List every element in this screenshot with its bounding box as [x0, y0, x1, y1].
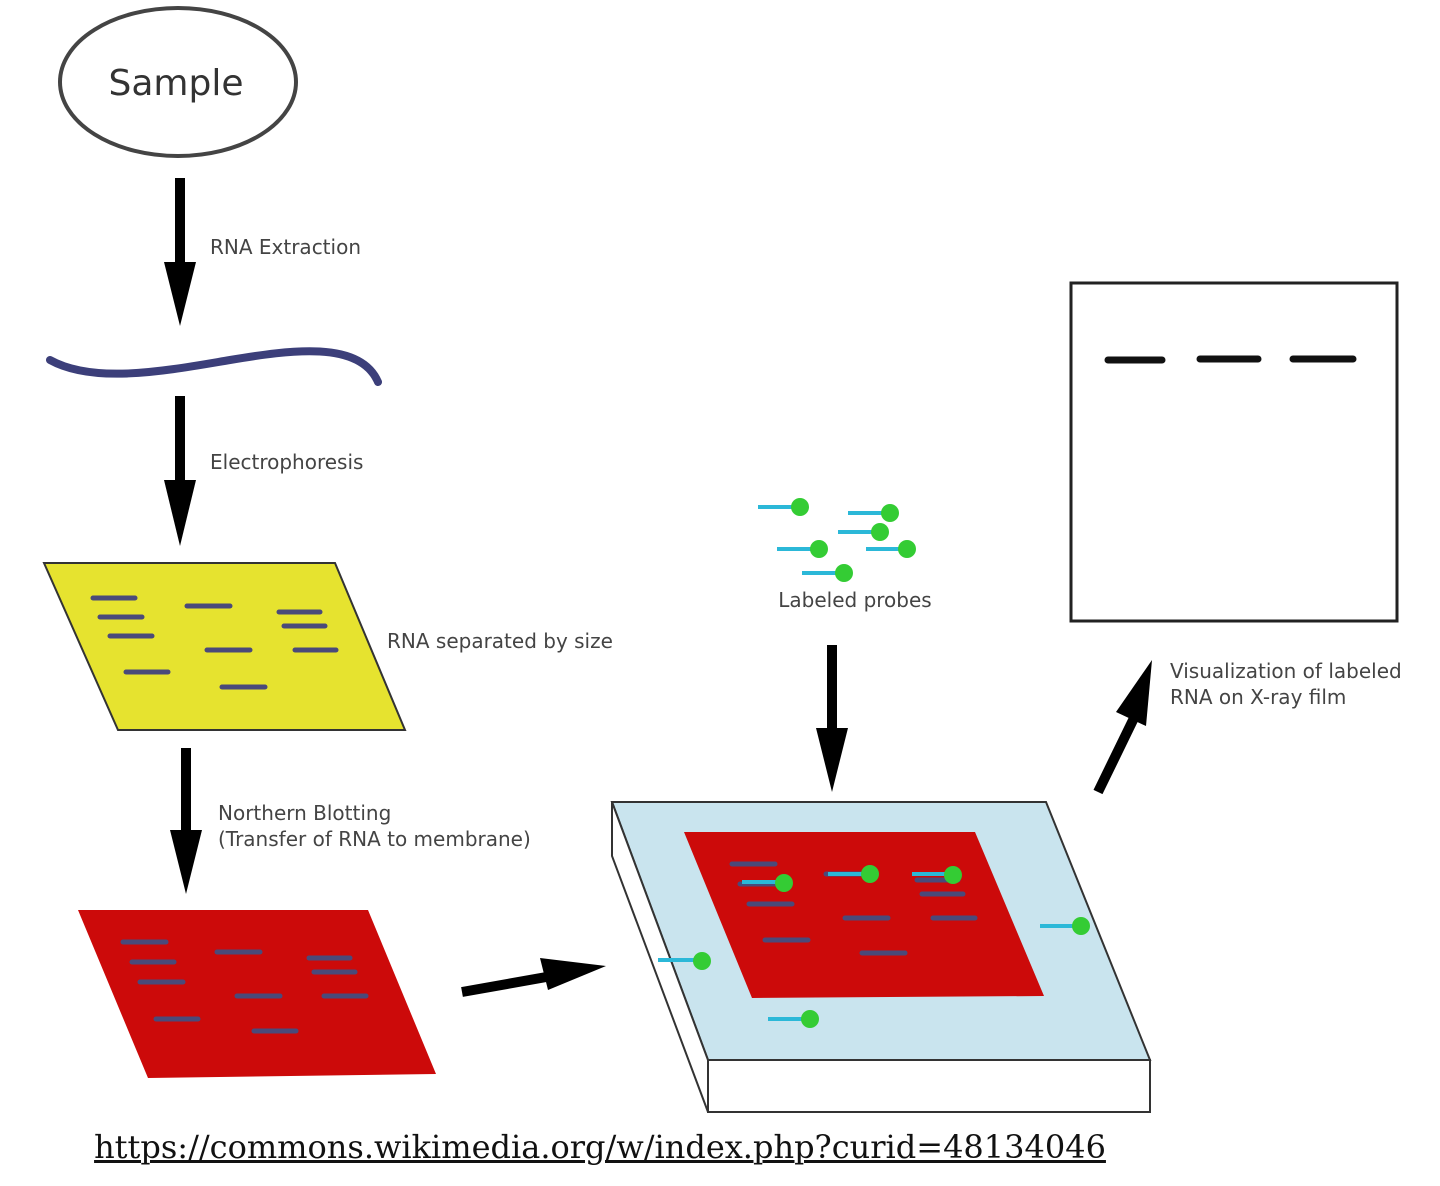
sample-label: Sample [109, 63, 244, 104]
sample-node: Sample [58, 6, 298, 158]
probe-icon [742, 874, 793, 892]
probe-icon [828, 865, 879, 883]
xray-film [1069, 281, 1399, 623]
arrow-down-icon [170, 748, 202, 894]
probe-icon [912, 866, 962, 884]
membrane [78, 910, 436, 1078]
probe-icon [658, 952, 711, 970]
northern-blotting-label-1: Northern Blotting [218, 801, 391, 825]
rna-extraction-label: RNA Extraction [210, 235, 361, 259]
probe-icon [848, 504, 899, 522]
probe-icon [866, 540, 916, 558]
rna-separated-label: RNA separated by size [387, 629, 613, 653]
probe-icon [758, 498, 809, 516]
arrow-right-icon [461, 958, 606, 997]
visualization-label-2: RNA on X-ray film [1170, 685, 1346, 709]
rna-strand-icon [46, 347, 382, 386]
probe-icon [777, 540, 828, 558]
probe-icon [768, 1010, 819, 1028]
free-probes [758, 498, 916, 582]
source-link[interactable]: https://commons.wikimedia.org/w/index.ph… [94, 1128, 1106, 1166]
arrow-down-icon [164, 396, 196, 546]
probe-icon [838, 523, 889, 541]
bound-probes [658, 865, 1090, 1028]
arrow-up-right-icon [1093, 660, 1152, 795]
probe-icon [1040, 917, 1090, 935]
gel-bands [90, 595, 339, 690]
film-bands [1104, 355, 1357, 364]
gel [42, 562, 407, 731]
probe-icon [802, 564, 853, 582]
arrow-down-icon [816, 645, 848, 792]
labeled-probes-label: Labeled probes [778, 588, 931, 612]
electrophoresis-label: Electrophoresis [210, 450, 363, 474]
membrane-bands [120, 939, 369, 1034]
arrow-down-icon [164, 178, 196, 326]
hybridization-tray [610, 801, 1152, 1113]
visualization-label-1: Visualization of labeled [1170, 659, 1402, 683]
northern-blotting-label-2: (Transfer of RNA to membrane) [218, 827, 531, 851]
